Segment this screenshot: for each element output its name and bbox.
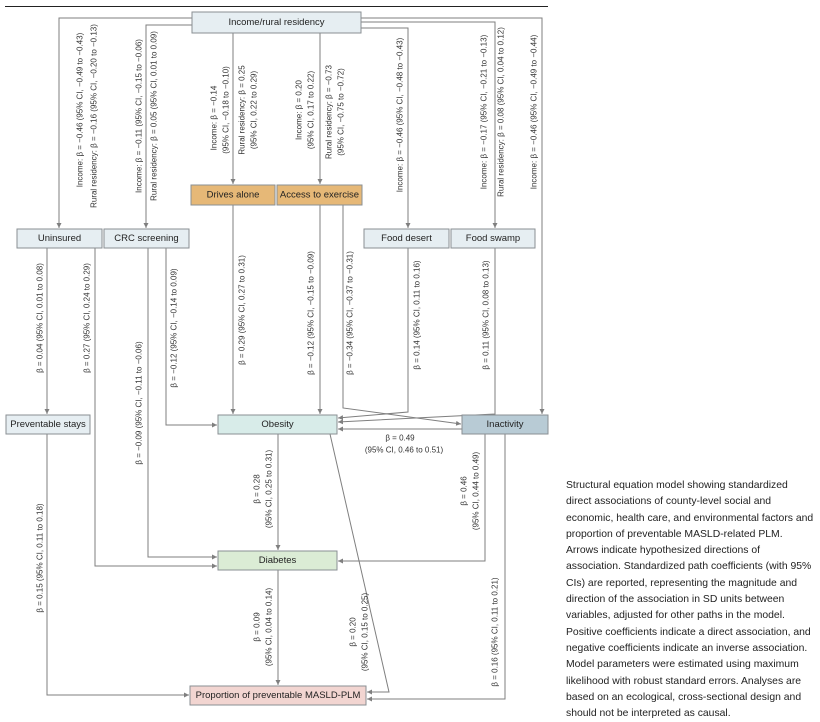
node-outcome: Proportion of preventable MASLD-PLM: [189, 685, 367, 706]
label-inactivity-diabetes-ci: (95% CI, 0.44 to 0.49): [472, 452, 481, 531]
label-uninsured-diabetes: β = 0.27 (95% CI, 0.24 to 0.29): [83, 263, 92, 373]
node-drives-alone-label: Drives alone: [207, 190, 260, 201]
edge-swamp-obesity: [337, 248, 496, 425]
edge-preventable-outcome: [46, 434, 189, 698]
edge-income-food-desert: [361, 27, 411, 228]
node-outcome-label: Proportion of preventable MASLD-PLM: [196, 690, 361, 701]
label-uninsured-preventable: β = 0.04 (95% CI, 0.01 to 0.08): [36, 263, 45, 373]
label-income-access-income-ci: (95% CI, 0.17 to 0.22): [307, 71, 316, 150]
node-inactivity: Inactivity: [461, 414, 549, 435]
edge-crc-diabetes: [147, 248, 217, 560]
node-uninsured-label: Uninsured: [38, 233, 81, 244]
label-obesity-diabetes-ci: (95% CI, 0.25 to 0.31): [265, 450, 274, 529]
edge-obesity-outcome: [329, 433, 390, 695]
figure-caption: Structural equation model showing standa…: [566, 480, 814, 720]
edge-desert-obesity: [337, 248, 409, 421]
label-crc-diabetes: β = −0.09 (95% CI, −0.11 to −0.06): [135, 341, 144, 465]
node-obesity-label: Obesity: [261, 419, 293, 430]
edge-inactivity-diabetes: [338, 434, 486, 564]
label-access-inactivity: β = −0.34 (95% CI, −0.37 to −0.31): [346, 251, 355, 375]
node-inactivity-label: Inactivity: [487, 419, 524, 430]
label-income-food-swamp-rural: Rural residency: β = 0.08 (95% CI, 0.04 …: [497, 27, 506, 197]
label-income-food-swamp-income: Income: β = −0.17 (95% CI, −0.21 to −0.1…: [480, 34, 489, 189]
edge-uninsured-diabetes: [94, 248, 217, 569]
label-inactivity-obesity-ci: (95% CI, 0.46 to 0.51): [365, 446, 444, 455]
node-preventable-stays: Preventable stays: [5, 414, 91, 435]
label-income-access-income: Income: β = 0.20: [295, 79, 304, 140]
edges: [44, 17, 545, 702]
label-obesity-outcome-beta: β = 0.20: [349, 617, 358, 647]
label-income-uninsured-income: Income: β = −0.46 (95% CI, −0.49 to −0.4…: [76, 32, 85, 187]
label-desert-obesity: β = 0.14 (95% CI, 0.11 to 0.16): [413, 260, 422, 370]
edge-crc-obesity: [165, 248, 217, 428]
node-crc: CRC screening: [103, 228, 190, 249]
label-preventable-outcome: β = 0.15 (95% CI, 0.11 to 0.18): [36, 503, 45, 613]
node-food-desert: Food desert: [363, 228, 450, 249]
node-access-exercise: Access to exercise: [276, 184, 363, 206]
node-access-exercise-label: Access to exercise: [280, 190, 359, 201]
label-income-access-rural-ci: (95% CI, −0.75 to −0.72): [337, 68, 346, 156]
label-income-crc-income: Income: β = −0.11 (95% CI, −0.15 to −0.0…: [135, 39, 144, 193]
label-income-drives-income-ci: (95% CI, −0.18 to −0.10): [222, 66, 231, 154]
edge-inactivity-outcome: [367, 434, 506, 702]
node-preventable-stays-label: Preventable stays: [10, 419, 86, 430]
label-diabetes-outcome-beta: β = 0.09: [253, 612, 262, 642]
label-income-drives-rural-ci: (95% CI, 0.22 to 0.29): [250, 71, 259, 150]
node-food-swamp-label: Food swamp: [466, 233, 520, 244]
label-drives-obesity: β = 0.29 (95% CI, 0.27 to 0.31): [238, 255, 247, 365]
label-diabetes-outcome-ci: (95% CI, 0.04 to 0.14): [265, 588, 274, 667]
label-access-obesity: β = −0.12 (95% CI, −0.15 to −0.09): [307, 251, 316, 375]
edge-income-uninsured: [56, 17, 192, 228]
label-inactivity-diabetes-beta: β = 0.46: [460, 476, 469, 506]
label-inactivity-outcome: β = 0.16 (95% CI, 0.11 to 0.21): [491, 577, 500, 687]
label-crc-obesity: β = −0.12 (95% CI, −0.14 to 0.09): [170, 268, 179, 387]
node-drives-alone: Drives alone: [190, 184, 276, 206]
node-diabetes-label: Diabetes: [259, 555, 297, 566]
edge-labels: Income: β = −0.46 (95% CI, −0.49 to −0.4…: [36, 24, 539, 687]
node-obesity: Obesity: [217, 414, 338, 435]
label-income-crc-rural: Rural residency: β = 0.05 (95% CI, 0.01 …: [150, 31, 159, 201]
node-income-label: Income/rural residency: [228, 17, 324, 28]
label-income-food-desert: Income: β = −0.46 (95% CI, −0.48 to −0.4…: [396, 37, 405, 192]
label-income-drives-rural: Rural residency: β = 0.25: [238, 65, 247, 155]
label-inactivity-obesity-beta: β = 0.49: [385, 434, 415, 443]
label-swamp-obesity: β = 0.11 (95% CI, 0.08 to 0.13): [482, 260, 491, 370]
label-income-access-rural: Rural residency: β = −0.73: [325, 64, 334, 159]
top-rule: [5, 6, 548, 7]
edge-access-inactivity: [342, 205, 462, 426]
node-crc-label: CRC screening: [114, 233, 178, 244]
label-income-uninsured-rural: Rural residency: β = −0.16 (95% CI, −0.2…: [90, 24, 99, 208]
node-income: Income/rural residency: [191, 11, 362, 34]
node-uninsured: Uninsured: [16, 228, 103, 249]
label-obesity-diabetes-beta: β = 0.28: [253, 474, 262, 504]
edge-income-inactivity: [361, 17, 545, 414]
node-food-swamp: Food swamp: [450, 228, 536, 249]
label-income-inactivity: Income: β = −0.46 (95% CI, −0.49 to −0.4…: [530, 34, 539, 189]
edge-income-food-swamp: [361, 21, 498, 228]
node-food-desert-label: Food desert: [381, 233, 432, 244]
label-obesity-outcome-ci: (95% CI, 0.15 to 0.25): [361, 593, 370, 672]
edge-income-crc: [143, 24, 192, 228]
label-income-drives-income: Income: β = −0.14: [210, 85, 219, 150]
node-diabetes: Diabetes: [217, 550, 338, 571]
